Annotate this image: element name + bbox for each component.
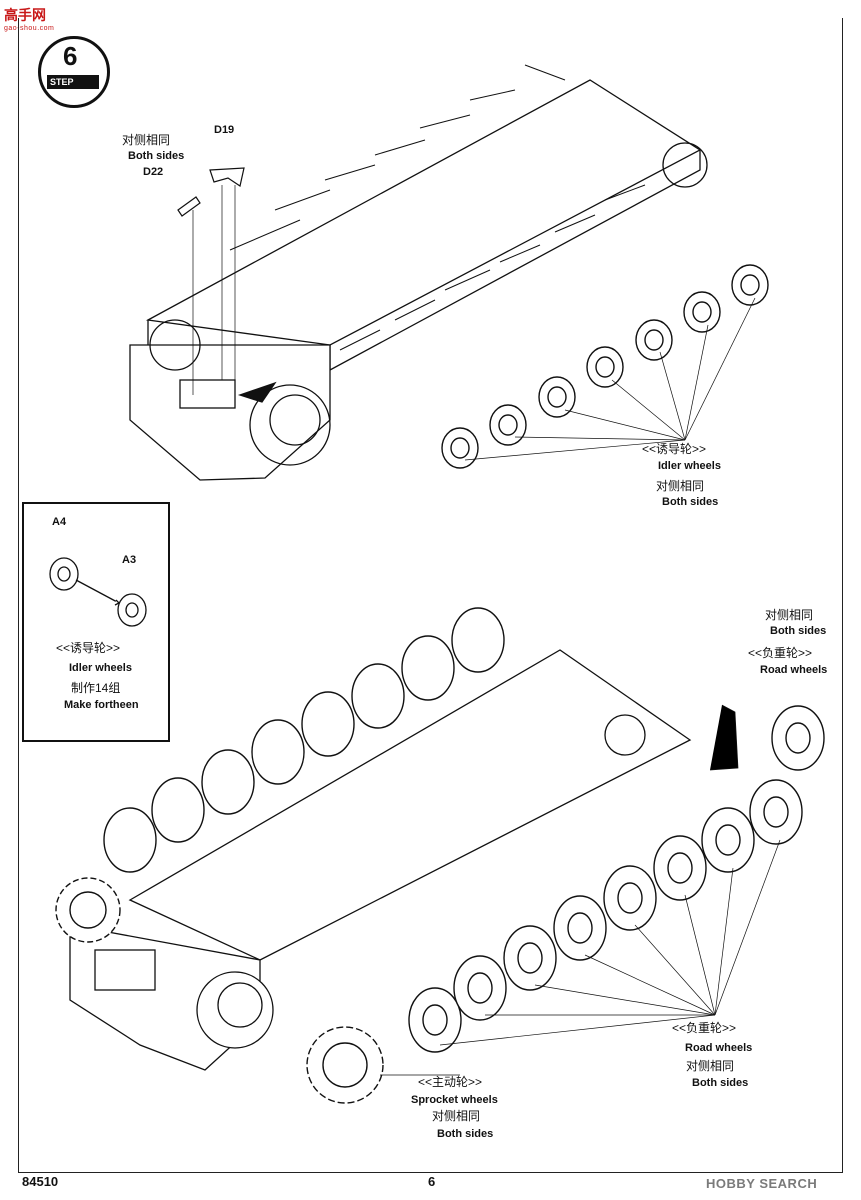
inset-drawing	[49, 557, 147, 627]
inset-make-cn: 制作14组	[71, 681, 121, 695]
page-frame-bottom	[18, 1172, 843, 1173]
model-number: 84510	[22, 1174, 59, 1189]
sprocket-cn-label: <<主动轮>>	[418, 1075, 483, 1089]
sprocket-both-cn: 对侧相同	[432, 1109, 481, 1123]
part-a4-label: A4	[52, 516, 67, 528]
inset-make-en: Make fortheen	[64, 699, 139, 711]
lower-front-road-wheels	[408, 705, 825, 1053]
upper-leader-lines	[192, 185, 756, 461]
road-top-cn-label: <<负重轮>>	[748, 646, 813, 660]
idler-both-sides-cn: 对侧相同	[656, 479, 705, 493]
step-word: STEP	[47, 75, 99, 89]
road-wheels-en-label: Road wheels	[685, 1042, 753, 1054]
lower-leader-lines	[380, 704, 781, 1076]
road-top-both-cn: 对侧相同	[765, 608, 814, 622]
page-frame-left	[18, 18, 19, 1173]
page-frame-right	[842, 18, 843, 1173]
road-top-en-label: Road wheels	[760, 664, 828, 676]
inset-idler-cn: <<诱导轮>>	[56, 641, 121, 655]
lower-back-road-wheels	[103, 607, 505, 873]
upper-idler-wheels	[441, 264, 769, 469]
road-wheels-cn-label: <<负重轮>>	[672, 1021, 737, 1035]
idler-wheels-en-label: Idler wheels	[658, 460, 721, 472]
watermark-brand: 高手网	[4, 7, 46, 23]
sprocket-en-label: Sprocket wheels	[411, 1094, 498, 1106]
watermark-site: gao-shou.com	[4, 25, 55, 32]
part-a3-label: A3	[122, 554, 137, 566]
d22-both-sides-cn: 对侧相同	[122, 133, 171, 147]
road-both-sides-en: Both sides	[692, 1077, 749, 1089]
source-logo: HOBBY SEARCH	[706, 1176, 817, 1191]
idler-both-sides-en: Both sides	[662, 496, 719, 508]
part-d22-d19-shapes	[177, 167, 245, 217]
upper-hull	[129, 79, 708, 481]
inset-idler-en: Idler wheels	[69, 662, 132, 674]
step-number: 6	[63, 41, 78, 71]
upper-suspension-arms	[229, 64, 646, 351]
sprocket-wheel-shapes	[55, 877, 384, 1104]
idler-wheels-cn-label: <<诱导轮>>	[642, 442, 707, 456]
part-d19-label: D19	[214, 124, 235, 136]
sprocket-both-en: Both sides	[437, 1128, 494, 1140]
lower-hull	[69, 649, 692, 1071]
page-number: 6	[428, 1174, 436, 1189]
watermark-logo: 高手网 gao-shou.com	[4, 5, 54, 32]
idler-subassembly-inset: A4 A3 <<诱导轮>> Idler wheels 制作14组 Make fo…	[22, 502, 170, 742]
part-d22-label: D22	[143, 166, 164, 178]
road-top-both-en: Both sides	[770, 625, 827, 637]
d22-both-sides-en: Both sides	[128, 150, 185, 162]
source-text: HOBBY SEARCH	[706, 1176, 818, 1191]
step-badge: 6 STEP	[38, 36, 110, 108]
road-both-sides-cn: 对侧相同	[686, 1059, 735, 1073]
